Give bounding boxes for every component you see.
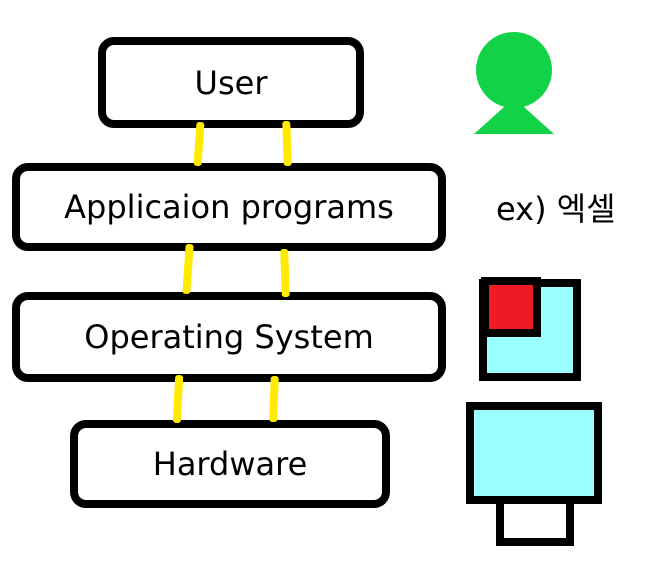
connector-os-hardware-left [172,374,184,424]
layer-application-box: Applicaion programs [12,163,446,251]
connector-app-os-left [182,243,194,295]
person-icon [474,32,554,134]
connector-user-app-left [193,121,205,167]
window-icon [479,277,581,381]
layer-os-box: Operating System [12,292,446,382]
monitor-icon [466,402,602,546]
layer-user-box: User [98,37,364,128]
layer-user-label: User [194,63,268,102]
layer-os-label: Operating System [84,318,374,356]
layer-application-label: Applicaion programs [64,188,394,226]
connector-app-os-right [280,248,290,298]
layer-hardware-box: Hardware [70,420,390,508]
connector-os-hardware-right [269,375,279,423]
example-label: ex) 엑셀 [496,190,616,228]
layer-hardware-label: Hardware [152,445,308,483]
connector-user-app-right [282,120,292,167]
